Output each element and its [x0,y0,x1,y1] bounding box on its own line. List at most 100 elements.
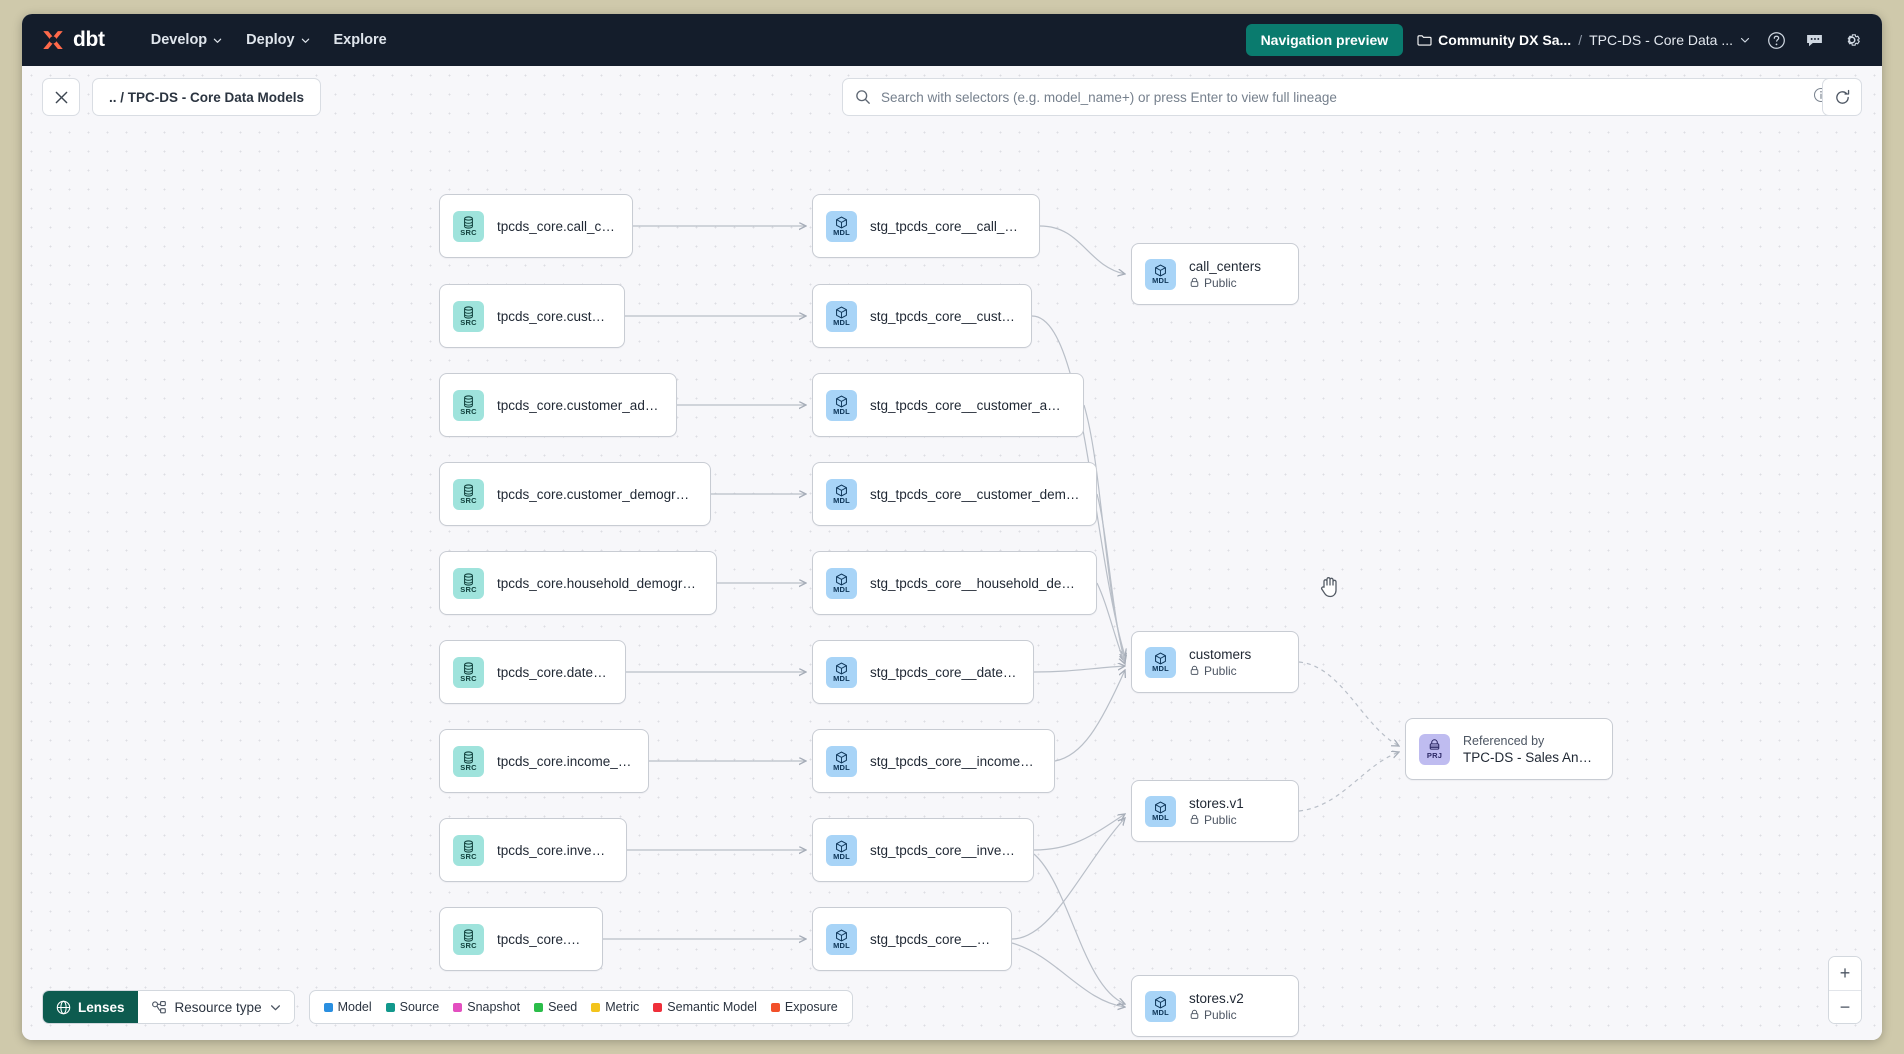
database-icon [464,215,473,229]
node-title: tpcds_core.date_dim [497,664,609,680]
lineage-node-mdl-customer-addr[interactable]: MDL stg_tpcds_core__customer_address [812,373,1084,437]
chevron-down-icon [213,38,222,43]
close-icon[interactable] [42,78,80,116]
legend-label: Exposure [784,1000,838,1014]
nav-item-deploy[interactable]: Deploy [234,26,321,54]
top-navigation-bar: dbt Develop Deploy Explore Navigation pr… [22,14,1882,66]
lineage-edges [603,66,1882,1040]
node-referenced-by-label: Referenced by [1463,733,1545,748]
breadcrumb-separator: / [1578,32,1583,48]
lineage-bottom-bar: Lenses Resource type Model Source Snapshot… [42,990,853,1024]
feedback-icon[interactable] [1802,28,1826,52]
dbt-logo-icon [43,31,63,49]
node-title: stg_tpcds_core__customer_demogra… [870,486,1080,502]
legend-item-metric[interactable]: Metric [591,1000,639,1014]
lineage-breadcrumb-chip[interactable]: .. / TPC-DS - Core Data Models [92,78,322,116]
node-type-badge-label: SRC [460,851,477,861]
lock-icon [1190,665,1199,675]
legend-item-seed[interactable]: Seed [534,1000,577,1014]
node-type-badge-mdl: MDL [826,567,857,599]
node-access-label: Public [1204,663,1237,678]
node-text: stg_tpcds_core__customer_address [870,397,1067,414]
topbar-right-group: Navigation preview Community DX Sa... / … [1245,24,1864,56]
node-text: tpcds_core.call_center [497,218,616,235]
nav-item-deploy-label: Deploy [246,32,295,48]
breadcrumb-project[interactable]: TPC-DS - Core Data ... [1589,32,1750,48]
lineage-search-bar[interactable] [842,78,1842,116]
dbt-logo[interactable]: dbt [40,27,105,53]
nav-item-explore[interactable]: Explore [322,26,399,54]
database-icon [464,305,473,319]
chevron-down-icon [270,1004,280,1010]
navigation-preview-button[interactable]: Navigation preview [1245,24,1404,56]
legend-swatch [323,1002,333,1012]
legend-item-semantic-model[interactable]: Semantic Model [653,1000,757,1014]
lenses-button[interactable]: Lenses [43,991,138,1023]
lineage-node-mdl-cust-demo[interactable]: MDLstg_tpcds_core__customer_demogra… [812,462,1097,526]
resource-type-dropdown[interactable]: Resource type [137,991,294,1023]
cube-icon [836,573,847,585]
breadcrumb-account[interactable]: Community DX Sa... [1417,32,1571,48]
node-type-badge-src: SRC [453,389,484,421]
gear-icon[interactable] [1840,28,1864,52]
database-icon [464,750,473,764]
node-type-badge-mdl: MDL [826,656,857,688]
chevron-down-icon [1740,37,1750,43]
node-type-badge-label: MDL [833,406,850,416]
lock-icon [1190,1009,1199,1019]
node-text: tpcds_core.customer_demographics [497,486,694,503]
nav-item-develop[interactable]: Develop [139,26,234,54]
node-type-badge-mdl: MDL [826,300,857,332]
zoom-out-button[interactable]: − [1829,990,1861,1023]
node-type-badge-mdl: MDL [1145,646,1176,678]
legend-item-exposure[interactable]: Exposure [770,1000,838,1014]
lineage-node-mdl-hh-demo[interactable]: MDL stg_tpcds_core__household_demogr… [812,551,1097,615]
legend-swatch [770,1002,780,1012]
help-icon[interactable] [1764,28,1788,52]
node-type-badge-mdl: MDL [1145,990,1176,1022]
legend-item-source[interactable]: Source [385,1000,439,1014]
refresh-button[interactable] [1822,78,1862,116]
nav-item-explore-label: Explore [333,32,387,48]
legend-item-model[interactable]: Model [323,1000,372,1014]
node-title: stg_tpcds_core__customer_address [870,397,1067,413]
database-icon [464,839,473,853]
cube-icon [836,929,847,941]
legend-label: Semantic Model [667,1000,757,1014]
node-type-badge-label: SRC [460,406,477,416]
node-type-badge-label: MDL [833,851,850,861]
zoom-in-button[interactable]: + [1829,957,1861,990]
node-text: stg_tpcds_core__household_demogr… [870,575,1080,592]
node-type-badge-mdl: MDL [826,923,857,955]
resource-type-icon [151,1000,166,1013]
lineage-canvas[interactable]: SRCtpcds_core.call_centerSRCtpcds_core.c… [22,66,1882,1040]
node-type-badge-label: MDL [1152,663,1169,673]
refresh-icon [1835,89,1849,104]
node-type-badge-label: MDL [833,317,850,327]
search-input[interactable] [881,89,1803,105]
cube-icon [836,840,847,852]
node-type-badge-mdl: MDL [826,745,857,777]
legend-item-snapshot[interactable]: Snapshot [453,1000,520,1014]
